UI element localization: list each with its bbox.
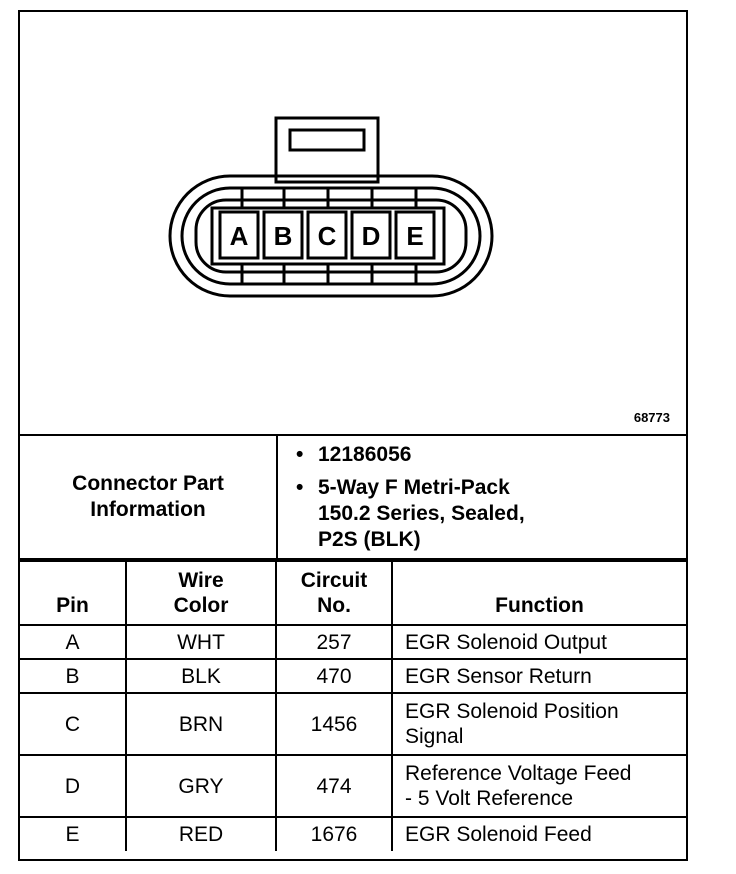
pin-cavity-b [262, 210, 304, 260]
pinout-table: Pin Wire Color Circuit No. Function A WH… [20, 560, 686, 851]
pin-letter-b: B [274, 221, 293, 251]
connector-outer-shell [168, 174, 494, 298]
header-function: Function [391, 560, 686, 626]
pin-letter-a: A [230, 221, 249, 251]
part-info-label: Connector Part Information [20, 436, 278, 558]
pin-cell: C [20, 692, 127, 756]
pin-cavity-d [350, 210, 392, 260]
wire-color-cell: BLK [125, 658, 277, 694]
bullet: • [296, 476, 304, 499]
pin-cell: A [20, 624, 127, 660]
connector-cavity-wall [194, 198, 468, 274]
pin-cell: D [20, 754, 127, 818]
pin-cavity-a [218, 210, 260, 260]
function-cell: EGR Solenoid Position Signal [391, 692, 686, 756]
wire-color-cell: WHT [125, 624, 277, 660]
pin-cell: B [20, 658, 127, 694]
function-cell: EGR Solenoid Feed [391, 816, 686, 851]
pin-cell: E [20, 816, 127, 851]
wire-color-cell: RED [125, 816, 277, 851]
circuit-cell: 470 [275, 658, 393, 694]
connector-inner-shell [180, 186, 482, 286]
wire-color-cell: BRN [125, 692, 277, 756]
connector-part-information: Connector Part Information •12186056 •5-… [20, 434, 686, 560]
table-row: E RED 1676 EGR Solenoid Feed [20, 816, 686, 851]
table-row: C BRN 1456 EGR Solenoid Position Signal [20, 692, 686, 756]
circuit-cell: 1456 [275, 692, 393, 756]
header-pin: Pin [20, 560, 127, 626]
wire-color-cell: GRY [125, 754, 277, 818]
pin-letter-c: C [318, 221, 337, 251]
figure-id: 68773 [633, 410, 670, 425]
circuit-cell: 474 [275, 754, 393, 818]
part-number-item: •12186056 [296, 443, 412, 466]
table-row: D GRY 474 Reference Voltage Feed - 5 Vol… [20, 754, 686, 818]
circuit-cell: 257 [275, 624, 393, 660]
latch-window [288, 128, 366, 152]
table-header-row: Pin Wire Color Circuit No. Function [20, 560, 686, 626]
pin-letter-e: E [406, 221, 423, 251]
header-circuit-no: Circuit No. [275, 560, 393, 626]
latch-tab [274, 116, 380, 184]
circuit-cell: 1676 [275, 816, 393, 851]
header-wire-color: Wire Color [125, 560, 277, 626]
function-cell: Reference Voltage Feed - 5 Volt Referenc… [391, 754, 686, 818]
pin-cavity-e [394, 210, 436, 260]
part-info-list: •12186056 •5-Way F Metri-Pack 150.2 Seri… [288, 442, 678, 560]
table-row: B BLK 470 EGR Sensor Return [20, 658, 686, 694]
table-row: A WHT 257 EGR Solenoid Output [20, 624, 686, 660]
function-cell: EGR Sensor Return [391, 658, 686, 694]
pin-cavity-c [306, 210, 348, 260]
function-cell: EGR Solenoid Output [391, 624, 686, 660]
connector-type-item: •5-Way F Metri-Pack 150.2 Series, Sealed… [296, 476, 525, 551]
bullet: • [296, 443, 304, 466]
pin-letter-d: D [362, 221, 381, 251]
